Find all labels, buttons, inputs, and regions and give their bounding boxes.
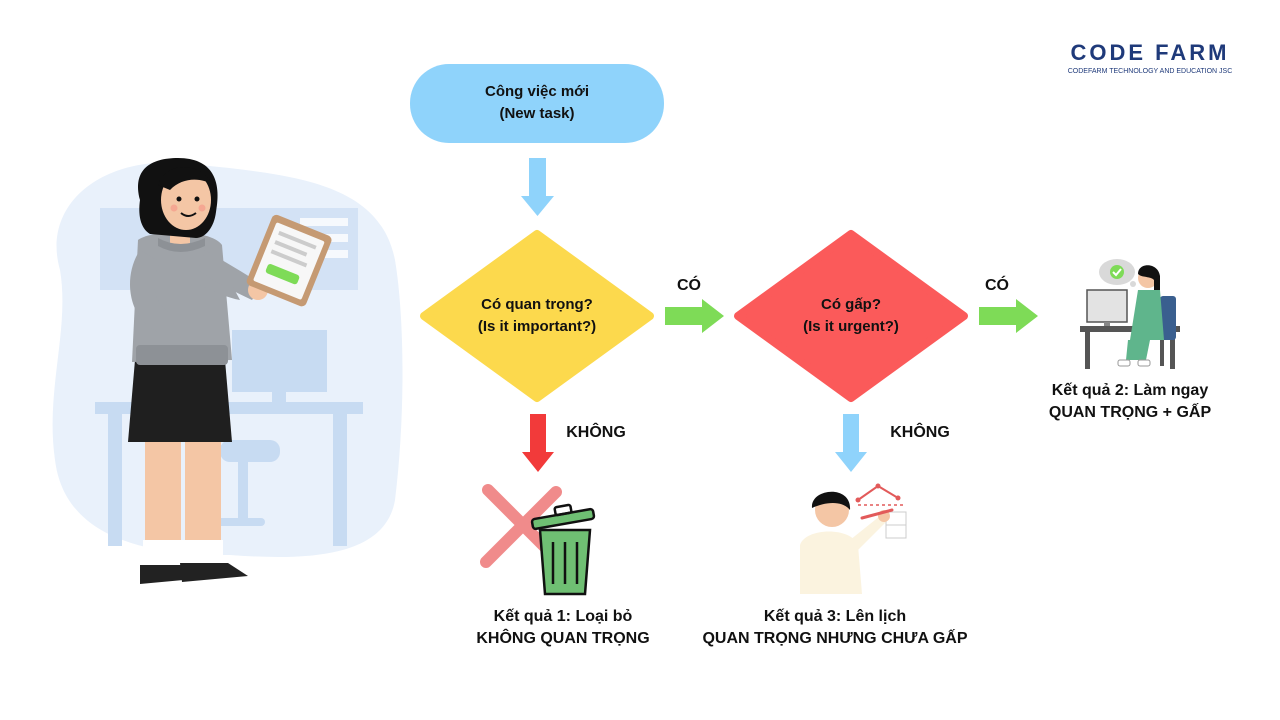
logo-subtitle: CODEFARM TECHNOLOGY AND EDUCATION JSC [1067, 68, 1233, 75]
result2-label: Kết quả 2: Làm ngay QUAN TRỌNG + GẤP [1005, 380, 1255, 424]
arrow-start-to-important [521, 158, 554, 216]
result1-label: Kết quả 1: Loại bỏ KHÔNG QUAN TRỌNG [433, 606, 693, 650]
important-node-line2: (Is it important?) [477, 318, 597, 335]
start-node-line2: (New task) [499, 105, 575, 122]
urgent-node-line1: Có gấp? [821, 296, 881, 313]
start-node-line1: Công việc mới [484, 83, 590, 100]
start-node [410, 64, 664, 143]
logo-title: CODE FARM [1070, 40, 1230, 65]
person-working-at-desk-icon [1080, 259, 1180, 369]
result3-line1: Kết quả 3: Lên lịch [763, 608, 907, 625]
arrow-urgent-no [835, 414, 867, 472]
person-drawing-plan-icon [800, 483, 907, 594]
important-decision-node [420, 230, 654, 402]
result2-line2: QUAN TRỌNG + GẤP [1048, 404, 1212, 421]
arrow-important-yes [665, 299, 724, 333]
urgent-decision-node [734, 230, 968, 402]
edge-label-important-no: KHÔNG [566, 424, 626, 441]
woman-with-tablet-illustration [52, 158, 403, 584]
result2-line1: Kết quả 2: Làm ngay [1051, 382, 1209, 399]
arrow-important-no [522, 414, 554, 472]
start-node-label: Công việc mới (New task) [410, 81, 664, 125]
edge-label-urgent-yes: CÓ [985, 277, 1009, 294]
result1-line2: KHÔNG QUAN TRỌNG [476, 630, 650, 647]
result3-label: Kết quả 3: Lên lịch QUAN TRỌNG NHƯNG CHƯ… [680, 606, 990, 650]
edge-label-important-yes: CÓ [677, 277, 701, 294]
result3-line2: QUAN TRỌNG NHƯNG CHƯA GẤP [702, 630, 968, 647]
urgent-node-label: Có gấp? (Is it urgent?) [751, 294, 951, 338]
trash-can-with-cross-icon [480, 484, 596, 596]
urgent-node-line2: (Is it urgent?) [803, 318, 899, 335]
important-node-line1: Có quan trọng? [481, 296, 593, 313]
arrow-urgent-yes [979, 299, 1038, 333]
important-node-label: Có quan trọng? (Is it important?) [437, 294, 637, 338]
result1-line1: Kết quả 1: Loại bỏ [493, 608, 633, 625]
edge-label-urgent-no: KHÔNG [890, 424, 950, 441]
